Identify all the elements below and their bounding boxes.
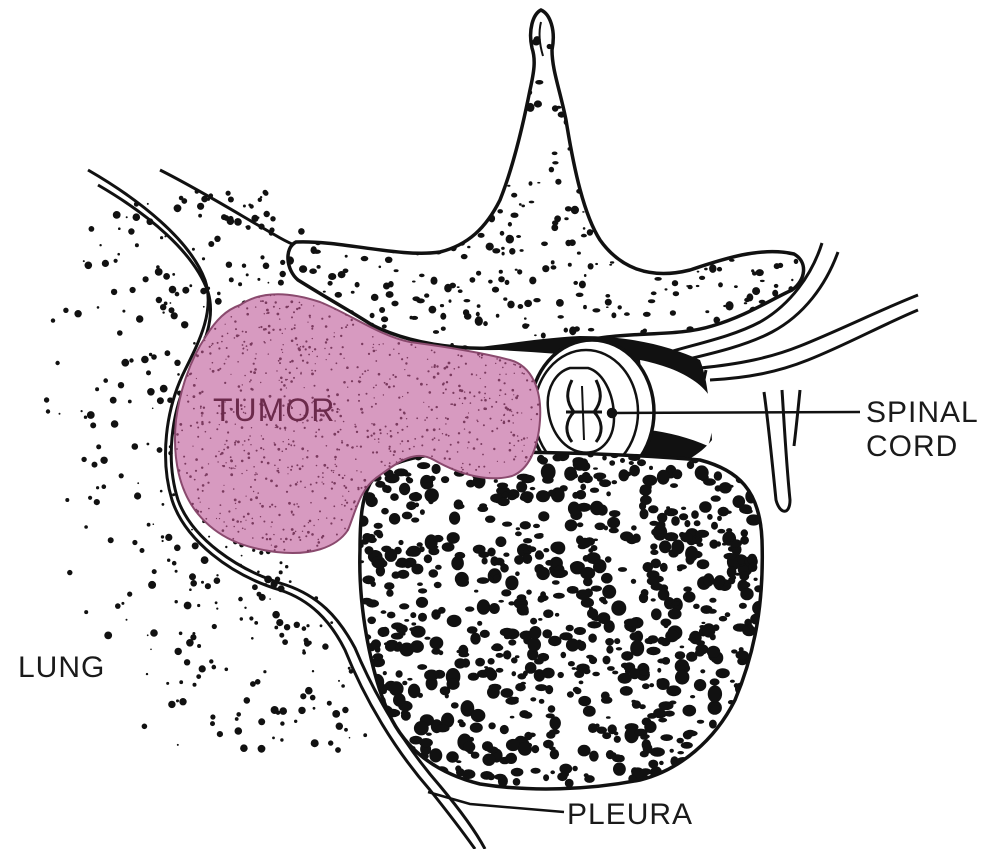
tumor-label: TUMOR — [213, 392, 335, 428]
spinal-cord-label-line1: SPINAL — [866, 395, 979, 431]
spinous-process — [288, 10, 804, 348]
lung-label: LUNG — [18, 650, 105, 686]
pleura-label: PLEURA — [567, 797, 693, 833]
spinal-cord-leader — [612, 412, 860, 413]
spinal-cord-label-line2: CORD — [866, 429, 958, 465]
